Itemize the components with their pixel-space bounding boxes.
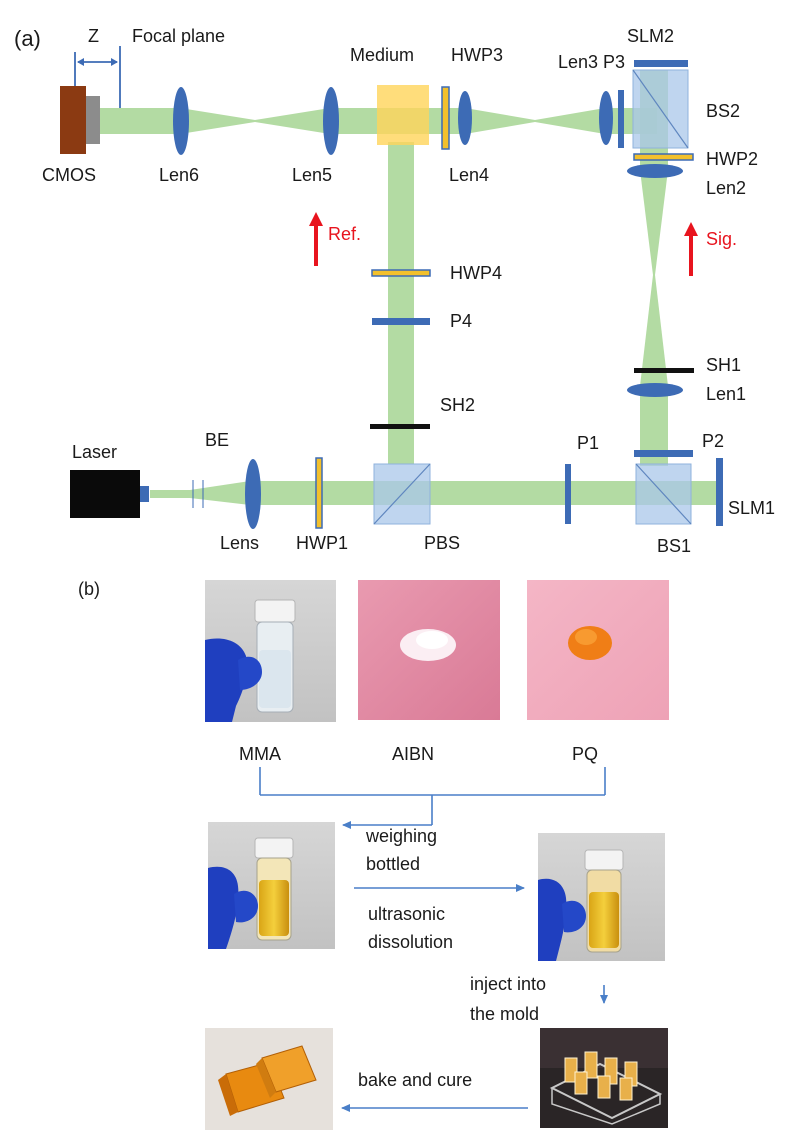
p3-label: P3 — [603, 52, 625, 72]
mold-photo — [540, 1028, 668, 1128]
panel-a: (a) — [14, 26, 775, 556]
len3-lens — [599, 91, 613, 145]
bs2-label: BS2 — [706, 101, 740, 121]
mma-photo — [205, 580, 336, 722]
beam-top-cmos-len6 — [98, 108, 180, 134]
len4-lens — [458, 91, 472, 145]
panel-a-label: (a) — [14, 26, 41, 51]
step-ultrasonic: ultrasonic — [368, 904, 445, 924]
medium-block — [377, 85, 429, 145]
hwp4-plate — [371, 269, 431, 277]
bottle-2-photo — [538, 833, 665, 961]
laser-body — [70, 470, 140, 518]
pq-photo — [527, 580, 669, 720]
lens-label: Lens — [220, 533, 259, 553]
sig-arrow — [684, 222, 698, 276]
len6-label: Len6 — [159, 165, 199, 185]
hwp3-label: HWP3 — [451, 45, 503, 65]
sh1-label: SH1 — [706, 355, 741, 375]
beam-expander-marks — [192, 480, 204, 508]
len3-label: Len3 — [558, 52, 598, 72]
medium-label: Medium — [350, 45, 414, 65]
laser-label: Laser — [72, 442, 117, 462]
slm2-plate — [634, 60, 688, 67]
mma-label: MMA — [239, 744, 281, 764]
bs1-cube — [635, 463, 692, 525]
ref-label: Ref. — [328, 224, 361, 244]
len1-label: Len1 — [706, 384, 746, 404]
focal-plane-label: Focal plane — [132, 26, 225, 46]
cmos-camera — [60, 86, 100, 154]
slm1-label: SLM1 — [728, 498, 775, 518]
len6-lens — [173, 87, 189, 155]
step-bake: bake and cure — [358, 1070, 472, 1090]
len2-lens — [627, 164, 683, 178]
beam-expander — [190, 481, 250, 505]
p4-plate — [372, 318, 430, 325]
beam-signal-converge — [640, 170, 668, 275]
laser-aperture — [140, 486, 149, 502]
sh2-label: SH2 — [440, 395, 475, 415]
pbs-cube — [373, 463, 431, 525]
beam-top-len6-len5 — [180, 108, 330, 134]
aibn-label: AIBN — [392, 744, 434, 764]
slm1-plate — [716, 458, 723, 526]
beams — [98, 70, 720, 505]
beam-signal-diverge — [640, 275, 668, 386]
hwp4-label: HWP4 — [450, 263, 502, 283]
hwp2-plate — [633, 153, 694, 161]
beam-top-len4-len3 — [465, 108, 605, 134]
hwp1-label: HWP1 — [296, 533, 348, 553]
cmos-label: CMOS — [42, 165, 96, 185]
step-inject-1: inject into — [470, 974, 546, 994]
p4-label: P4 — [450, 311, 472, 331]
sig-label: Sig. — [706, 229, 737, 249]
sh1-shutter — [634, 368, 694, 373]
pq-label: PQ — [572, 744, 598, 764]
p1-plate — [565, 464, 571, 524]
len4-label: Len4 — [449, 165, 489, 185]
p1-label: P1 — [577, 433, 599, 453]
len1-lens — [627, 383, 683, 397]
product-photo — [205, 1028, 333, 1130]
hwp3-plate — [441, 86, 450, 150]
aibn-photo — [358, 580, 500, 720]
ref-arrow — [309, 212, 323, 266]
len5-label: Len5 — [292, 165, 332, 185]
slm2-label: SLM2 — [627, 26, 674, 46]
bs2-cube — [632, 69, 689, 149]
be-label: BE — [205, 430, 229, 450]
hwp1-plate — [315, 457, 323, 529]
hwp2-label: HWP2 — [706, 149, 758, 169]
step-dissolution: dissolution — [368, 932, 453, 952]
sh2-shutter — [370, 424, 430, 429]
len2-label: Len2 — [706, 178, 746, 198]
beam-laser-out — [150, 490, 190, 498]
step-weighing: weighing — [365, 826, 437, 846]
pbs-label: PBS — [424, 533, 460, 553]
lens-lens — [245, 459, 261, 529]
bottle-1-photo — [208, 822, 335, 949]
merge-connector — [259, 767, 606, 829]
panel-b: (b) MMA AIBN PQ — [78, 579, 669, 1130]
beam-reference — [388, 142, 414, 464]
p2-plate — [634, 450, 693, 457]
step-bottled: bottled — [366, 854, 420, 874]
z-label: Z — [88, 26, 99, 46]
panel-b-label: (b) — [78, 579, 100, 599]
step-inject-2: the mold — [470, 1004, 539, 1024]
p3-plate — [618, 90, 624, 148]
z-indicator — [74, 46, 121, 108]
bs1-label: BS1 — [657, 536, 691, 556]
len5-lens — [323, 87, 339, 155]
p2-label: P2 — [702, 431, 724, 451]
